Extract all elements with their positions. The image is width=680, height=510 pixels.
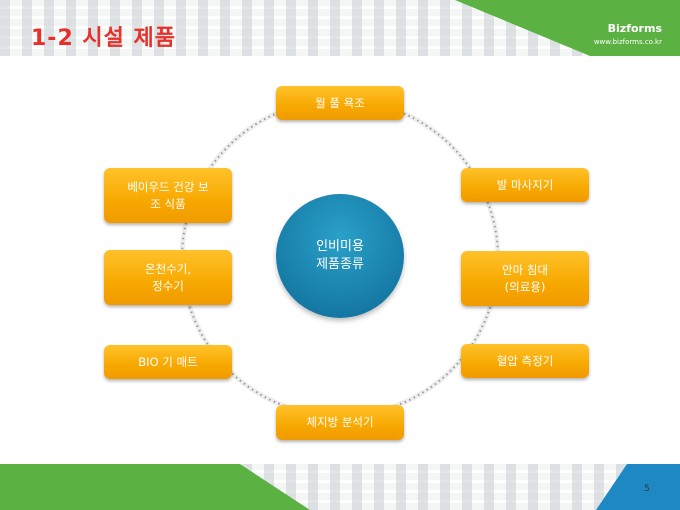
center-label-line1: 인비미용: [316, 239, 364, 254]
node-foot-massager: 발 마사지기: [461, 168, 589, 202]
node-massage-bed: 안마 침대 (의료용): [461, 251, 589, 306]
page-number: 5: [644, 484, 650, 494]
node-whirlpool-bath: 월 풀 욕조: [276, 86, 404, 120]
brand-url: www.bizforms.co.kr: [593, 38, 662, 46]
node-body-fat-analyzer: 체지방 분석기: [276, 405, 404, 440]
page-title: 1-2 시설 제품: [31, 26, 177, 51]
brand-name: Bizforms: [607, 22, 662, 35]
center-hub: 인비미용 제품종류: [276, 194, 404, 318]
node-health-supplement: 베이우드 건강 보 조 식품: [104, 168, 232, 223]
node-water-purifier: 온천수기, 정수기: [104, 250, 232, 305]
node-blood-pressure-monitor: 혈압 측정기: [461, 344, 589, 378]
center-label-line2: 제품종류: [316, 257, 364, 272]
node-bio-mat: BIO 기 매트: [104, 345, 232, 379]
